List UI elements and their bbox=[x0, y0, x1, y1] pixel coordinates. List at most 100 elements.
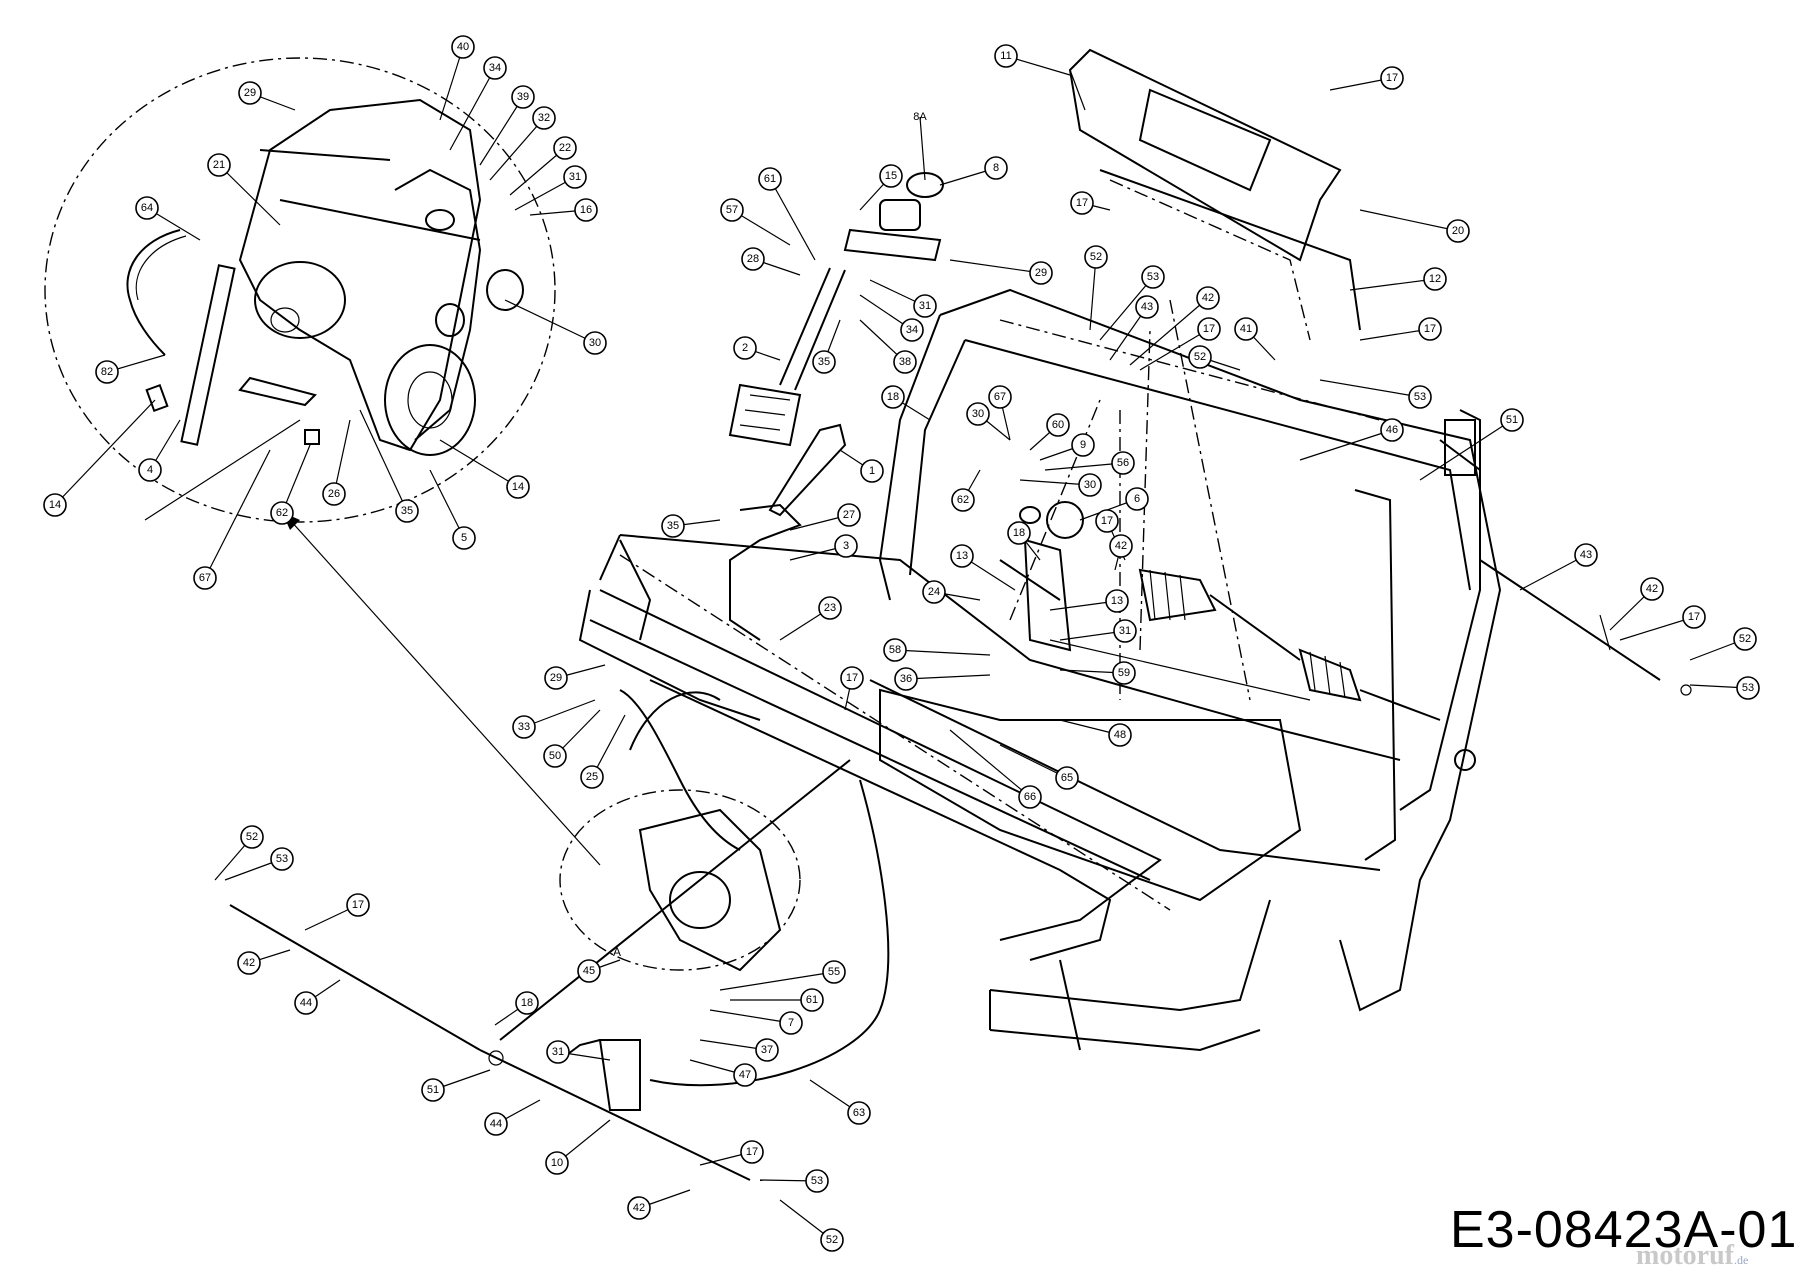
callout-number: 42 bbox=[1115, 540, 1127, 552]
callout-circle bbox=[733, 1063, 757, 1087]
callout-circle bbox=[1055, 766, 1079, 790]
callout-53: 53 bbox=[1736, 676, 1760, 700]
callout-53: 53 bbox=[1141, 265, 1165, 289]
callout-number: 40 bbox=[457, 41, 469, 53]
callout-circle bbox=[1197, 317, 1221, 341]
callout-leader bbox=[719, 971, 835, 991]
callout-17: 17 bbox=[1418, 317, 1442, 341]
callout-number: 13 bbox=[956, 550, 968, 562]
callout-62: 62 bbox=[270, 501, 294, 525]
callout-42: 42 bbox=[1640, 577, 1664, 601]
callout-67: 67 bbox=[988, 385, 1012, 409]
callout-number: 29 bbox=[550, 672, 562, 684]
callout-circle bbox=[883, 638, 907, 662]
callout-number: 24 bbox=[928, 586, 940, 598]
callout-43: 43 bbox=[1574, 543, 1598, 567]
callout-circle bbox=[95, 360, 119, 384]
callout-number: 1 bbox=[869, 465, 875, 477]
callout-1: 1 bbox=[860, 459, 884, 483]
callout-circle bbox=[546, 1040, 570, 1064]
callout-42: 42 bbox=[237, 951, 261, 975]
callout-number: 14 bbox=[49, 499, 61, 511]
callout-5: 5 bbox=[452, 526, 476, 550]
callout-circle bbox=[484, 1112, 508, 1136]
callout-circle bbox=[1733, 627, 1757, 651]
control-assembly bbox=[999, 501, 1476, 771]
callout-34: 34 bbox=[483, 56, 507, 80]
callout-circle bbox=[1135, 295, 1159, 319]
callout-number: 53 bbox=[1414, 391, 1426, 403]
callout-31: 31 bbox=[563, 165, 587, 189]
callout-22: 22 bbox=[553, 136, 577, 160]
callout-circle bbox=[421, 1078, 445, 1102]
callout-82: 82 bbox=[95, 360, 119, 384]
callout-number: 48 bbox=[1114, 729, 1126, 741]
callout-circle bbox=[1640, 577, 1664, 601]
callout-number: 52 bbox=[246, 831, 258, 843]
callout-circle bbox=[1736, 676, 1760, 700]
callout-circle bbox=[1188, 345, 1212, 369]
callout-4: 4 bbox=[138, 458, 162, 482]
callout-leader bbox=[1519, 554, 1587, 591]
callout-55: 55 bbox=[822, 960, 846, 984]
callout-number: 27 bbox=[843, 509, 855, 521]
callout-circle bbox=[544, 666, 568, 690]
callout-32: 32 bbox=[532, 106, 556, 130]
callout-circle bbox=[346, 893, 370, 917]
callout-leader bbox=[1349, 278, 1436, 291]
callout-25: 25 bbox=[580, 765, 604, 789]
callout-circle bbox=[452, 526, 476, 550]
callout-number: 14 bbox=[512, 481, 524, 493]
callout-circle bbox=[740, 1140, 764, 1164]
callout-number: 31 bbox=[1119, 625, 1131, 637]
callout-circle bbox=[879, 164, 903, 188]
callout-3: 3 bbox=[834, 534, 858, 558]
callout-leader bbox=[1359, 209, 1459, 232]
callout-number: 2 bbox=[742, 342, 748, 354]
callout-number: 17 bbox=[846, 672, 858, 684]
detail-label: A bbox=[613, 945, 621, 959]
callout-33: 33 bbox=[512, 715, 536, 739]
callout-number: 52 bbox=[1194, 351, 1206, 363]
callout-circle bbox=[860, 459, 884, 483]
callout-66: 66 bbox=[1018, 785, 1042, 809]
callout-circle bbox=[553, 136, 577, 160]
callout-number: 47 bbox=[739, 1069, 751, 1081]
callout-circle bbox=[545, 1151, 569, 1175]
callout-leader bbox=[333, 419, 351, 495]
callout-50: 50 bbox=[543, 744, 567, 768]
callout-number: 28 bbox=[747, 253, 759, 265]
callout-number: 65 bbox=[1061, 772, 1073, 784]
callout-circle bbox=[627, 1196, 651, 1220]
callout-52: 52 bbox=[240, 825, 264, 849]
callout-number: 32 bbox=[538, 112, 550, 124]
callout-51: 51 bbox=[421, 1078, 445, 1102]
callout-number: 38 bbox=[899, 356, 911, 368]
callout-circle bbox=[755, 1038, 779, 1062]
callout-circle bbox=[1125, 487, 1149, 511]
callout-circle bbox=[1071, 433, 1095, 457]
callout-44: 44 bbox=[294, 991, 318, 1015]
callout-18: 18 bbox=[1007, 521, 1031, 545]
callout-circle bbox=[994, 44, 1018, 68]
callout-30: 30 bbox=[966, 402, 990, 426]
callout-number: 18 bbox=[521, 997, 533, 1009]
callout-circle bbox=[1046, 413, 1070, 437]
callout-10: 10 bbox=[545, 1151, 569, 1175]
callout-circle bbox=[583, 331, 607, 355]
callout-2: 2 bbox=[733, 336, 757, 360]
callout-24: 24 bbox=[922, 580, 946, 604]
callout-circle bbox=[837, 503, 861, 527]
callout-number: 17 bbox=[1203, 323, 1215, 335]
callout-circle bbox=[543, 744, 567, 768]
callout-number: 29 bbox=[244, 87, 256, 99]
callout-leader bbox=[1319, 379, 1421, 398]
callout-leader bbox=[479, 96, 524, 166]
callout-number: 61 bbox=[806, 994, 818, 1006]
callout-number: 52 bbox=[1090, 251, 1102, 263]
callout-14: 14 bbox=[506, 475, 530, 499]
callout-leader bbox=[949, 729, 1031, 798]
panel-11 bbox=[1068, 48, 1361, 341]
callout-circle bbox=[913, 294, 937, 318]
